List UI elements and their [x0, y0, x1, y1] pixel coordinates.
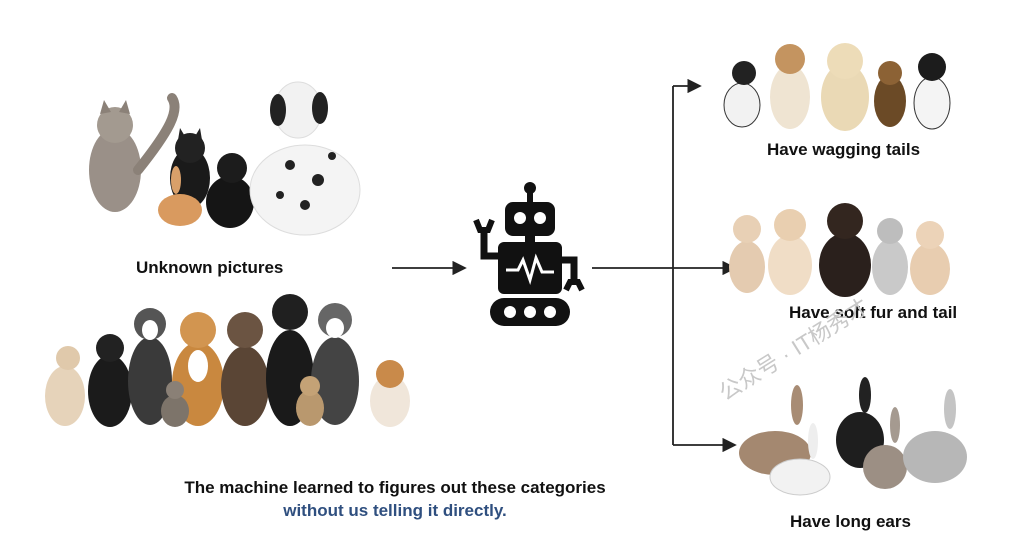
caption-line-2: without us telling it directly. [283, 501, 507, 520]
dog-icon [723, 61, 761, 128]
dog-icon [128, 308, 172, 425]
robot-icon [473, 182, 585, 326]
source-label: Unknown pictures [136, 258, 284, 277]
unknown-pictures-top-group [89, 81, 361, 236]
category-rabbits-image [739, 377, 967, 496]
dog-icon [45, 346, 85, 426]
cat-icon [206, 153, 254, 228]
cat-icon [768, 209, 812, 295]
cat-icon [89, 93, 180, 212]
rabbit-icon [863, 407, 907, 489]
cat-icon [910, 221, 950, 295]
category-label-cats: Have soft fur and tail [789, 303, 958, 322]
dog-icon [370, 360, 410, 427]
category-dogs-image [723, 43, 951, 131]
cat-icon [729, 215, 765, 293]
dog-icon [913, 53, 951, 130]
unknown-pictures-bottom-group [45, 294, 410, 427]
dog-icon [221, 312, 269, 426]
dog-icon [88, 334, 132, 427]
cat-icon [872, 218, 908, 295]
category-label-dogs: Have wagging tails [767, 140, 921, 159]
rabbit-icon [903, 389, 967, 483]
cat-icon [170, 128, 210, 208]
caption-line-1: The machine learned to figures out these… [184, 478, 606, 497]
dog-icon [821, 43, 869, 131]
cat-icon [819, 203, 871, 297]
caption: The machine learned to figures out these… [120, 476, 670, 522]
cat-icon [161, 381, 189, 427]
dog-icon [249, 81, 361, 236]
category-cats-image [729, 203, 950, 297]
rabbit-icon [158, 166, 202, 226]
dog-icon [770, 44, 810, 129]
dog-icon [874, 61, 906, 127]
cat-icon [296, 376, 324, 426]
category-label-rabbits: Have long ears [790, 512, 911, 531]
rabbit-icon [769, 423, 831, 496]
